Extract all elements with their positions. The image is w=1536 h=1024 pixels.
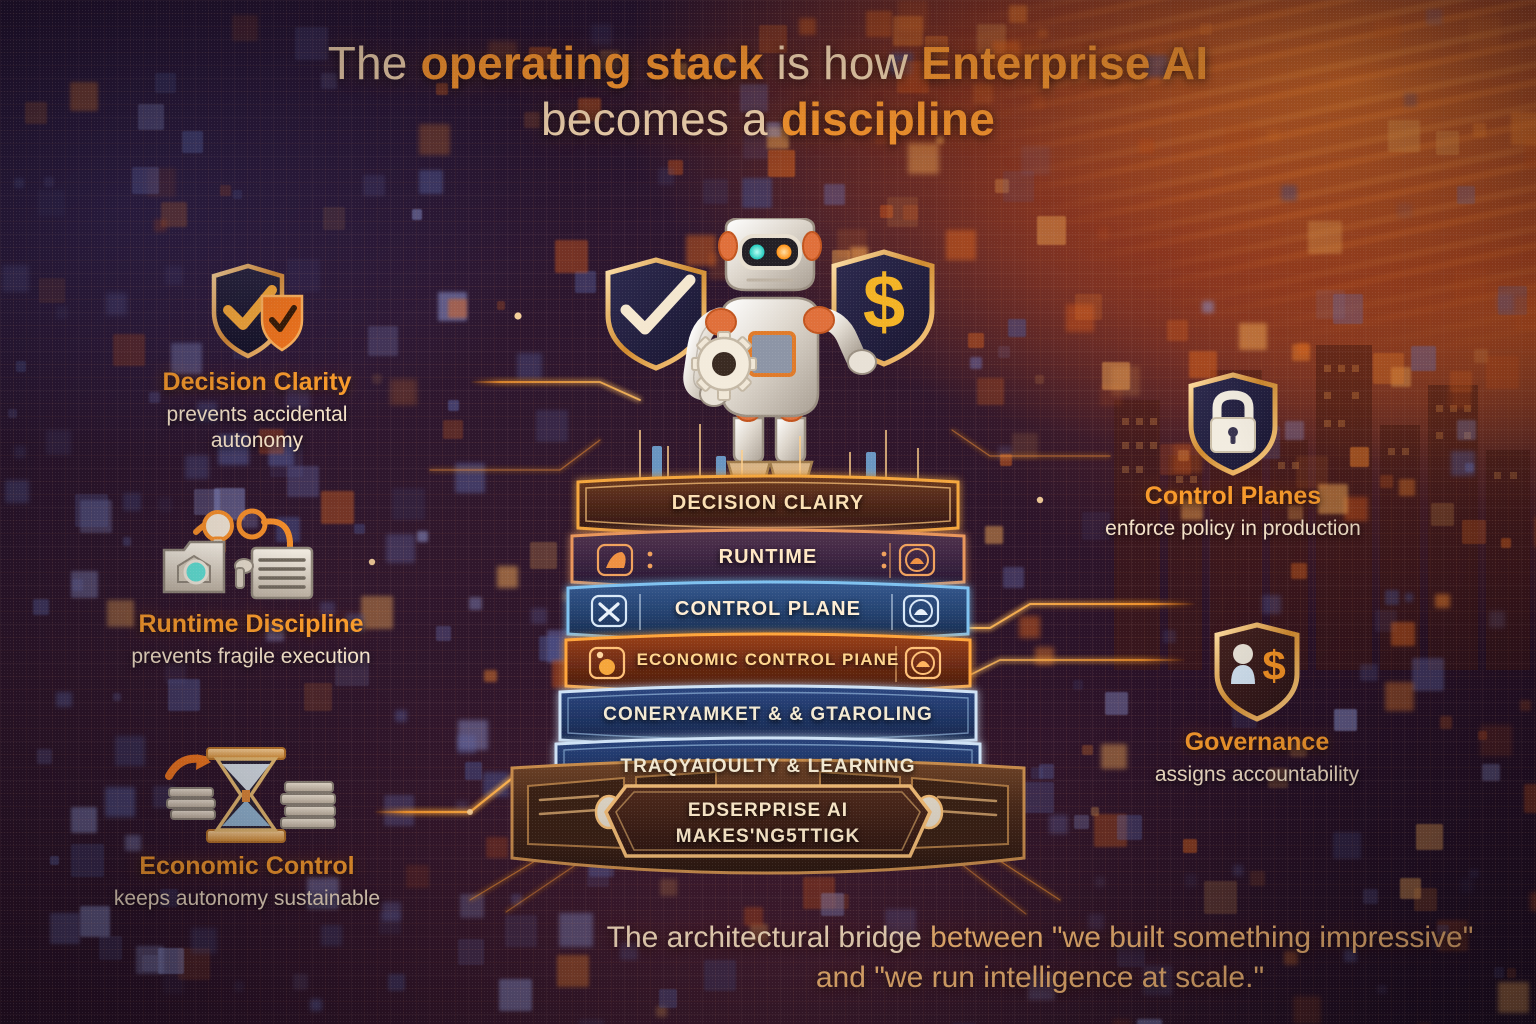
callout-subtitle: prevents accidental autonomy	[92, 402, 422, 453]
callout-subtitle-line1: prevents accidental	[166, 403, 348, 426]
stack-layer-label-0: DECISION CLAIRY	[671, 492, 865, 514]
stack-layer-label-2: CONTROL PLANE	[674, 598, 862, 620]
stack-layer-label-4: CONERYAMKET & & GTAROLING	[603, 704, 933, 725]
workflow-nodes-icon	[86, 500, 416, 604]
callout-title: Governance	[1184, 728, 1330, 756]
hourglass-coins-icon	[82, 742, 412, 846]
shield-lock-icon	[1068, 372, 1398, 476]
title-line1-a: The	[327, 37, 421, 89]
stack-layer-label-5: TRAQYAIOULTY & LEARNING	[620, 756, 916, 777]
callout-economic-control: Economic Control keeps autonomy sustaina…	[82, 742, 412, 912]
callout-decision-clarity: Decision Clarity prevents accidental aut…	[92, 258, 422, 453]
title-line1-highlight1: operating stack	[420, 37, 764, 89]
callout-subtitle: assigns accountability	[1154, 763, 1360, 786]
page-title: The operating stack is how Enterprise AI…	[0, 37, 1536, 145]
callout-subtitle: enforce policy in production	[1105, 517, 1361, 540]
base-plaque-line1: EDSERPRISE AI	[687, 800, 849, 821]
stack-layer-label-1: RUNTIME	[718, 546, 818, 568]
callout-governance: $ Governance assigns accountability	[1092, 618, 1422, 788]
footer-caption: The architectural bridge between "we bui…	[560, 918, 1520, 997]
callout-subtitle: keeps autonomy sustainable	[113, 887, 381, 910]
callout-subtitle: prevents fragile execution	[131, 645, 371, 668]
title-line1-highlight2: Enterprise AI	[921, 37, 1209, 89]
footer-rest: between "we built something impressive"	[921, 921, 1474, 954]
callout-control-planes: Control Planes enforce policy in product…	[1068, 372, 1398, 542]
svg-text:$: $	[863, 260, 905, 345]
callout-title: Economic Control	[139, 852, 355, 880]
svg-text:$: $	[1262, 642, 1285, 689]
shield-person-dollar-icon: $	[1092, 618, 1422, 722]
callout-title: Decision Clarity	[162, 368, 352, 396]
title-line1-c: is how	[763, 37, 922, 89]
callout-title: Control Planes	[1144, 482, 1322, 510]
footer-lead: The architectural bridge	[606, 921, 922, 954]
callout-subtitle-line2: autonomy	[210, 428, 304, 452]
footer-line2: and "we run intelligence at scale."	[815, 960, 1265, 994]
callout-title: Runtime Discipline	[138, 610, 364, 638]
callout-runtime-discipline: Runtime Discipline prevents fragile exec…	[86, 500, 416, 670]
robot-mascot: $	[605, 218, 935, 478]
title-line2-highlight: discipline	[780, 92, 995, 145]
title-line2-a: becomes a	[541, 92, 781, 145]
base-plaque-line2: MAKES'NG5TTIGK	[675, 826, 861, 847]
shield-check-icon	[92, 258, 422, 362]
stack-layer-label-3: ECONOMIC CONTROL PIANE	[636, 650, 900, 669]
